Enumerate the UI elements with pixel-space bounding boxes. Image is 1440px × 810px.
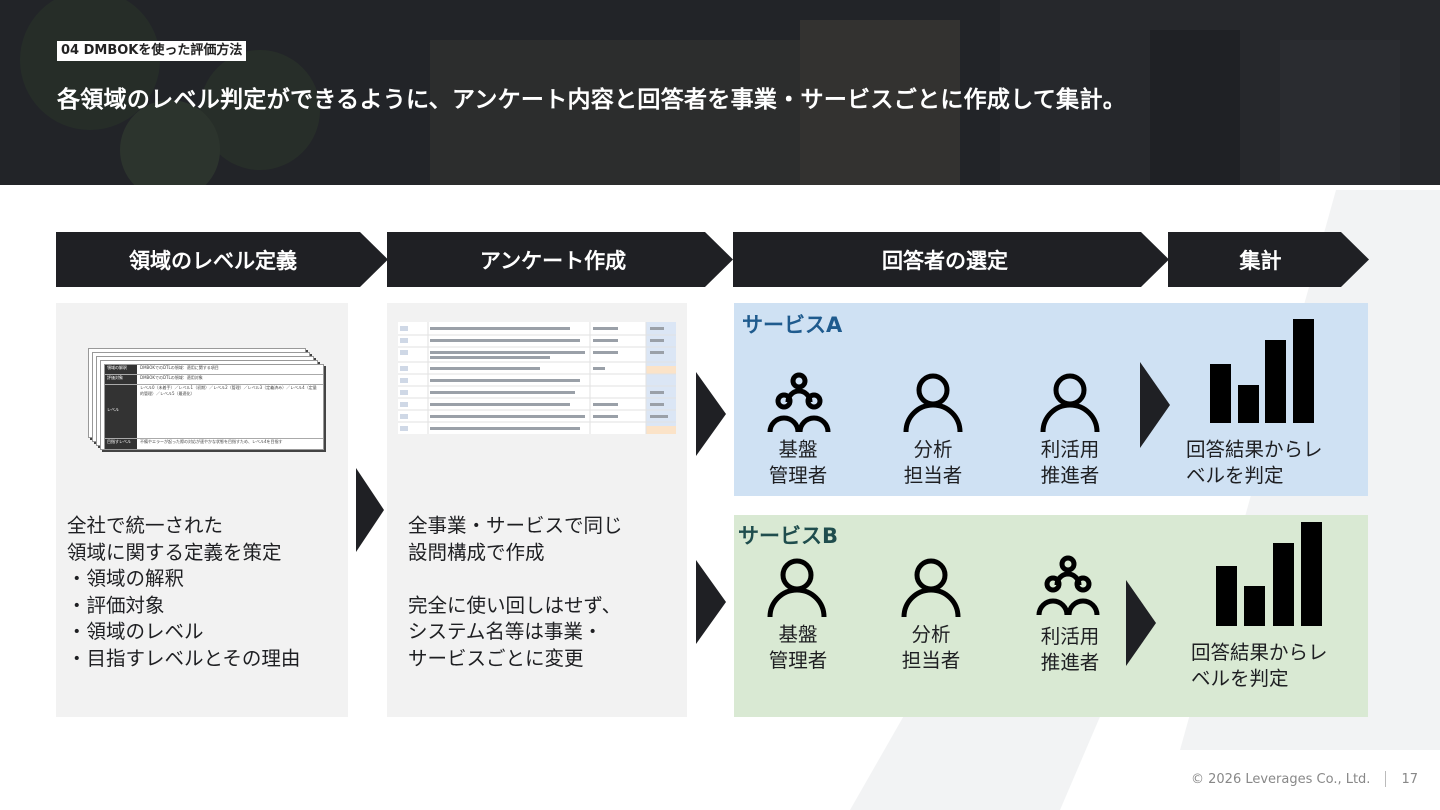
bar-chart-bar	[1272, 542, 1294, 626]
bar-chart-bar	[1210, 363, 1231, 423]
step-arrow-respondent-selection: 回答者の選定	[733, 232, 1169, 287]
step-label: 領域のレベル定義	[129, 248, 297, 273]
result-text: 回答結果からレ ベルを判定	[1186, 438, 1323, 487]
person-icon	[767, 558, 827, 618]
step-label: 集計	[1239, 248, 1282, 273]
service-b-title: サービスB	[738, 524, 839, 548]
divider	[1385, 771, 1387, 787]
role-label-analyst: 分析 担当者	[903, 438, 963, 487]
group-icon	[1036, 555, 1100, 616]
person-icon	[901, 558, 961, 618]
survey-sheet-thumbnail	[398, 322, 676, 434]
bar-chart-bar	[1301, 522, 1322, 626]
role-label-promoter: 利活用 推進者	[1040, 625, 1100, 674]
role-label-infra-admin: 基盤 管理者	[768, 438, 828, 487]
role-label-infra-admin: 基盤 管理者	[768, 623, 828, 672]
step-label: 回答者の選定	[882, 248, 1008, 273]
chevron-right-icon	[696, 372, 726, 456]
role-label-promoter: 利活用 推進者	[1040, 438, 1100, 487]
panel-level-definition-text: 全社で統一された 領域に関する定義を策定 ・領域の解釈 ・評価対象 ・領域のレベ…	[67, 514, 301, 670]
panel-survey-creation-text: 全事業・サービスで同じ 設問構成で作成 完全に使い回しはせず、 システム名等は事…	[408, 514, 623, 670]
chevron-right-icon	[356, 468, 384, 552]
bar-chart-bar	[1237, 384, 1259, 423]
bar-chart-icon	[1216, 522, 1322, 626]
step-arrow-level-definition: 領域のレベル定義	[56, 232, 388, 287]
bar-chart-bar	[1244, 586, 1266, 626]
bar-chart-bar	[1265, 339, 1287, 423]
bar-chart-bar	[1293, 319, 1314, 423]
hero-banner	[0, 0, 1440, 185]
step-arrow-survey-creation: アンケート作成	[387, 232, 733, 287]
role-label-analyst: 分析 担当者	[901, 623, 961, 672]
step-label: アンケート作成	[479, 248, 627, 273]
bar-chart-bar	[1216, 565, 1237, 626]
group-icon	[767, 372, 831, 433]
section-tag: 04 DMBOKを使った評価方法	[57, 41, 247, 61]
service-a-box	[734, 303, 1368, 496]
page-title: 各領域のレベル判定ができるように、アンケート内容と回答者を事業・サービスごとに作…	[57, 87, 1127, 113]
chevron-right-icon	[696, 560, 726, 644]
footer: © 2026 Leverages Co., Ltd. 17	[1191, 771, 1418, 787]
page-number: 17	[1401, 771, 1418, 787]
person-icon	[903, 373, 963, 433]
copyright: © 2026 Leverages Co., Ltd.	[1191, 771, 1371, 787]
service-a-title: サービスA	[742, 313, 843, 337]
result-text: 回答結果からレ ベルを判定	[1191, 641, 1328, 690]
person-icon	[1040, 373, 1100, 433]
step-arrow-aggregation: 集計	[1168, 232, 1369, 287]
bar-chart-icon	[1210, 319, 1314, 423]
